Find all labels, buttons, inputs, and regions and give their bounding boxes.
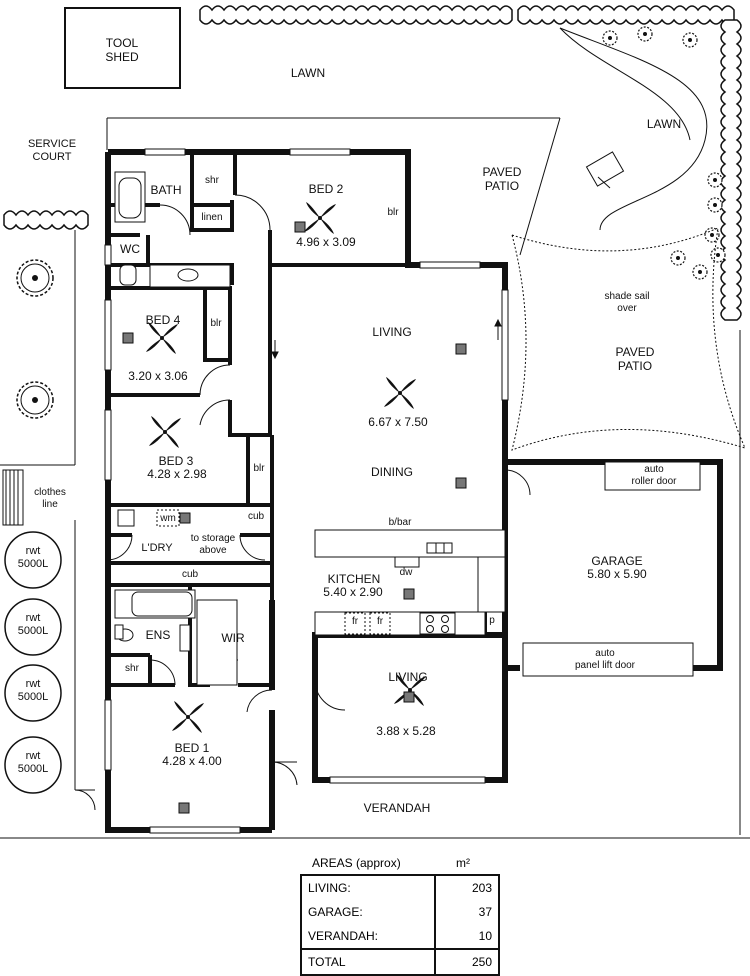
areas-title: AREAS (approx) xyxy=(312,856,401,870)
area-label: LIVING: xyxy=(308,881,351,895)
shower-top-label: shr xyxy=(205,175,219,186)
rwt-tank-label-3: rwt 5000L xyxy=(17,678,49,703)
table-row: LIVING: 203 xyxy=(301,875,499,900)
bed3-label: BED 3 xyxy=(158,454,194,468)
paved-patio-top-label: PAVED PATIO xyxy=(482,165,522,193)
area-label: VERANDAH: xyxy=(308,929,379,943)
blr-bed4-label: blr xyxy=(210,318,222,329)
laundry-label: L'DRY xyxy=(141,542,173,554)
tool-shed xyxy=(64,7,181,89)
clothes-line xyxy=(2,469,24,526)
roller-door-label: auto roller door xyxy=(631,464,677,487)
rwt-tank-label-4: rwt 5000L xyxy=(17,750,49,775)
blr-bed3-label: blr xyxy=(253,463,265,474)
panel-door-label: auto panel lift door xyxy=(574,648,636,671)
bbar-label: b/bar xyxy=(388,517,412,528)
bed4-label: BED 4 xyxy=(145,313,181,327)
living-main-label: LIVING xyxy=(372,325,412,339)
interior-walls xyxy=(108,152,505,687)
pantry-label: p xyxy=(489,615,495,626)
storage-label: to storage above xyxy=(190,533,236,556)
shade-sail xyxy=(511,227,746,451)
fridge-label-1: fr xyxy=(351,616,359,627)
ensuite-label: ENS xyxy=(145,628,171,642)
shrubs xyxy=(602,26,726,280)
living2-label: LIVING xyxy=(388,670,428,684)
clothes-line-label: clothes line xyxy=(34,487,66,510)
linen-label: linen xyxy=(201,212,223,223)
area-value: 203 xyxy=(434,875,499,900)
shower-ensuite-label: shr xyxy=(125,663,139,674)
bed2-size: 4.96 x 3.09 xyxy=(296,235,356,249)
tool-shed-label: TOOL SHED xyxy=(105,36,139,64)
garden-bed-edge xyxy=(559,27,708,231)
verandah-label: VERANDAH xyxy=(363,801,431,815)
kitchen-label: KITCHEN xyxy=(327,572,381,586)
wir-label: WIR xyxy=(221,631,245,645)
dining-label: DINING xyxy=(371,465,413,479)
hedge-top xyxy=(3,5,742,321)
rwt-tank-label-1: rwt 5000L xyxy=(17,545,49,570)
lawn-right-label: LAWN xyxy=(646,117,682,131)
cub-hall-label: cub xyxy=(181,569,199,580)
area-value: 10 xyxy=(434,924,499,949)
area-label: GARAGE: xyxy=(308,905,363,919)
total-row: TOTAL 250 xyxy=(301,948,499,975)
bed2-label: BED 2 xyxy=(308,182,344,196)
bed3-size: 4.28 x 2.98 xyxy=(147,467,207,481)
fixtures xyxy=(114,151,701,686)
shade-sail-label: shade sail over xyxy=(604,291,650,314)
rainwater-tanks xyxy=(4,531,62,794)
windows xyxy=(104,148,509,834)
kitchen-size: 5.40 x 2.90 xyxy=(323,585,383,599)
bed1-label: BED 1 xyxy=(174,741,210,755)
garage-size: 5.80 x 5.90 xyxy=(587,567,647,581)
lawn-top-label: LAWN xyxy=(290,66,326,80)
wc-label: WC xyxy=(120,242,140,256)
blr-bed2-label: blr xyxy=(387,207,399,218)
table-row: GARAGE: 37 xyxy=(301,900,499,924)
bath-label: BATH xyxy=(150,183,182,197)
table-row: VERANDAH: 10 xyxy=(301,924,499,949)
areas-unit: m² xyxy=(456,856,470,870)
living-main-size: 6.67 x 7.50 xyxy=(368,415,428,429)
living2-size: 3.88 x 5.28 xyxy=(376,724,436,738)
areas-schedule: AREAS (approx) m² LIVING: 203 GARAGE: 37… xyxy=(300,852,500,976)
areas-table: LIVING: 203 GARAGE: 37 VERANDAH: 10 TOTA… xyxy=(300,874,500,976)
area-value: 37 xyxy=(434,900,499,924)
total-value: 250 xyxy=(434,948,499,975)
dw-label: dw xyxy=(399,567,413,578)
garage-label: GARAGE xyxy=(591,554,643,568)
paved-patio-right-label: PAVED PATIO xyxy=(615,345,655,373)
bed4-size: 3.20 x 3.06 xyxy=(128,369,188,383)
cub-laundry-label: cub xyxy=(247,511,265,522)
total-label: TOTAL xyxy=(301,948,435,975)
fridge-label-2: fr xyxy=(376,616,384,627)
service-court-label: SERVICE COURT xyxy=(27,138,77,163)
rwt-tank-label-2: rwt 5000L xyxy=(17,612,49,637)
bed1-size: 4.28 x 4.00 xyxy=(162,754,222,768)
wm-label: wm xyxy=(160,513,176,524)
